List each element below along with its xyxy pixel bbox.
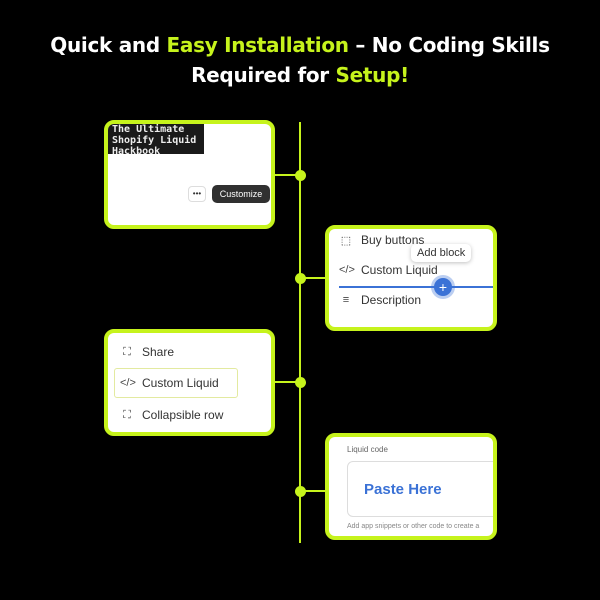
headline-highlight: Setup! xyxy=(335,63,410,87)
help-text: Add app snippets or other code to create… xyxy=(347,523,480,530)
headline-line-2: Required for Setup! xyxy=(0,63,600,87)
connector xyxy=(274,381,300,383)
item-label: Description xyxy=(361,293,422,307)
block-item-description[interactable]: ≡ Description xyxy=(339,293,421,307)
selection-highlight xyxy=(114,368,238,398)
book-cover: The Ultimate Shopify Liquid Hackbook xyxy=(108,124,204,154)
timeline-line xyxy=(299,122,301,543)
field-label: Liquid code xyxy=(347,445,388,454)
add-block-tooltip: Add block xyxy=(411,244,472,262)
liquid-code-input[interactable]: Paste Here xyxy=(347,461,493,517)
timeline-dot xyxy=(294,485,306,497)
step-card-customize: The Ultimate Shopify Liquid Hackbook •••… xyxy=(104,120,275,229)
block-item-custom-liquid[interactable]: </> Custom Liquid xyxy=(339,263,438,277)
block-item-collapsible-row[interactable]: ⛶ Collapsible row xyxy=(120,408,223,422)
item-label: Custom Liquid xyxy=(361,263,438,277)
timeline-dot xyxy=(294,169,306,181)
headline-text: Quick and xyxy=(50,33,167,57)
code-icon: </> xyxy=(120,377,136,389)
connector xyxy=(274,174,300,176)
text-align-icon: ≡ xyxy=(342,294,350,306)
add-block-button[interactable]: + xyxy=(434,278,452,296)
customize-button[interactable]: Customize xyxy=(212,185,270,203)
block-icon: ⛶ xyxy=(123,408,131,421)
timeline-dot xyxy=(294,376,306,388)
cursor-icon: ⬚ xyxy=(340,234,352,247)
item-label: Collapsible row xyxy=(142,408,224,422)
connector xyxy=(300,277,326,279)
connector xyxy=(300,490,326,492)
block-item-share[interactable]: ⛶ Share xyxy=(120,345,174,359)
insert-line xyxy=(339,286,493,288)
item-label: Buy buttons xyxy=(361,233,425,247)
paste-placeholder: Paste Here xyxy=(364,481,442,498)
headline-text: Required for xyxy=(191,63,336,87)
step-card-add-block: ⬚ Buy buttons </> Custom Liquid + Add bloc… xyxy=(325,225,497,331)
item-label: Share xyxy=(142,345,175,359)
headline-text: – No Coding Skills xyxy=(348,33,550,57)
timeline-dot xyxy=(294,272,306,284)
headline-highlight: Easy Installation xyxy=(166,33,350,57)
step-card-paste-code: Liquid code Paste Here Add app snippets … xyxy=(325,433,497,540)
headline-line-1: Quick and Easy Installation – No Coding … xyxy=(0,33,600,57)
block-item-custom-liquid[interactable]: </> Custom Liquid xyxy=(120,376,219,390)
item-label: Custom Liquid xyxy=(142,376,219,390)
block-item-buy-buttons[interactable]: ⬚ Buy buttons xyxy=(339,233,425,247)
more-button[interactable]: ••• xyxy=(188,186,206,202)
block-icon: ⛶ xyxy=(123,345,131,358)
step-card-select-custom-liquid: ⛶ Share </> Custom Liquid ⛶ Collapsible row xyxy=(104,329,275,436)
code-icon: </> xyxy=(339,264,355,276)
